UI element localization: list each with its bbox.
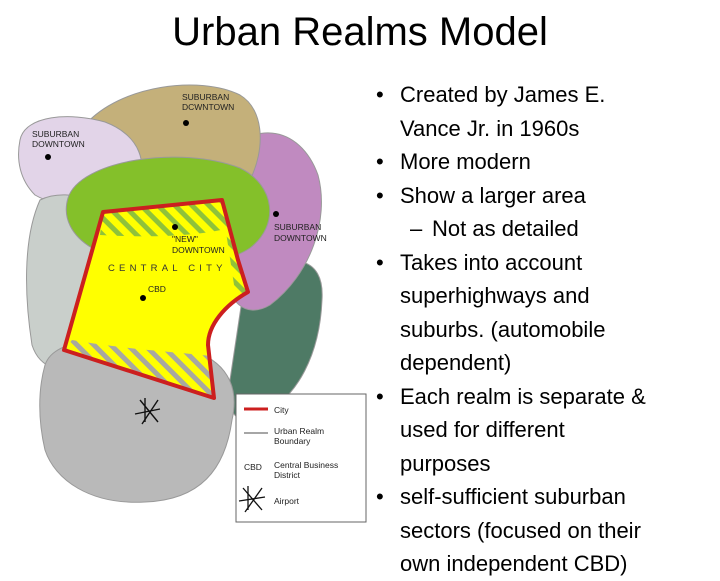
suburban-downtown-dot-right — [273, 211, 279, 217]
bullet-line: sectors (focused on their — [400, 517, 641, 543]
legend-airport-icon — [238, 486, 266, 513]
bullet-line: self-sufficient suburban — [400, 484, 626, 509]
suburban-downtown-dot-left — [45, 154, 51, 160]
label-new-downtown-1: "NEW" — [172, 234, 198, 244]
legend-airport-label: Airport — [274, 496, 300, 506]
bullet-item: • self-sufficient suburban sectors (focuse… — [372, 480, 717, 581]
city-boundary — [62, 198, 250, 400]
label-suburban-downtown-right-2: DOWNTOWN — [274, 233, 327, 243]
bullet-line: own independent CBD) — [400, 551, 628, 576]
bullet-marker: • — [376, 149, 384, 174]
bullet-item: • Takes into account superhighways and subu… — [372, 246, 717, 380]
label-suburban-downtown-left-2: DOWNTOWN — [32, 139, 85, 149]
legend-cbd-label-1: Central Business — [274, 460, 338, 470]
bullet-marker: • — [376, 484, 384, 509]
legend-cbd-label-2: District — [274, 470, 301, 480]
bullet-item: • Each realm is separate & used for differ… — [372, 380, 717, 481]
bullet-line: Not as detailed — [432, 216, 579, 241]
bullet-line: Vance Jr. in 1960s — [400, 115, 580, 141]
bullet-marker: • — [376, 249, 384, 275]
label-suburban-downtown-top-2: DCWNTOWN — [182, 102, 234, 112]
bullet-line: Created by James E. — [400, 82, 606, 107]
label-cbd: CBD — [148, 284, 166, 294]
bullet-line: Show a larger area — [400, 182, 586, 208]
bullet-item: • More modern — [372, 145, 717, 179]
dash-marker: – — [410, 216, 423, 241]
legend-realm-boundary-label-2: Boundary — [274, 436, 311, 446]
bullet-item: • Show a larger area — [372, 179, 717, 213]
bullet-line: More modern — [400, 149, 531, 174]
label-new-downtown-2: DOWNTOWN — [172, 245, 225, 255]
label-suburban-downtown-top-1: SUBURBAN — [182, 92, 229, 102]
legend-city-label: City — [274, 405, 289, 415]
label-suburban-downtown-right-1: SUBURBAN — [274, 222, 321, 232]
urban-realms-diagram: SUBURBAN DCWNTOWN SUBURBAN DOWNTOWN SUBU… — [18, 84, 367, 523]
bullet-marker: • — [376, 182, 384, 208]
legend-cbd-symbol: CBD — [244, 462, 262, 472]
bullet-line: used for different — [400, 417, 565, 442]
new-downtown-dot — [172, 224, 178, 230]
label-suburban-downtown-left-1: SUBURBAN — [32, 129, 79, 139]
legend: City Urban Realm Boundary CBD Central Bu… — [235, 393, 367, 523]
legend-realm-boundary-label-1: Urban Realm — [274, 426, 324, 436]
cbd-dot — [140, 295, 146, 301]
sub-bullet-item: –Not as detailed — [372, 212, 717, 246]
bullet-line: dependent) — [400, 350, 512, 375]
bullet-line: Takes into account — [400, 249, 583, 275]
bullet-line: purposes — [400, 450, 491, 476]
airport-symbol — [134, 398, 161, 425]
bullet-line: Each realm is separate & — [400, 383, 646, 409]
bullet-marker: • — [376, 82, 384, 107]
suburban-downtown-dot-top — [183, 120, 189, 126]
bullet-line: superhighways and — [400, 283, 590, 308]
bullet-item: • Created by James E. Vance Jr. in 1960s — [372, 78, 717, 145]
bullet-marker: • — [376, 383, 384, 409]
slide-title: Urban Realms Model — [172, 10, 548, 54]
bullet-line: suburbs. (automobile — [400, 316, 606, 342]
cbd-south-hatch — [64, 340, 214, 398]
label-central-city: CENTRAL CITY — [108, 263, 227, 274]
bullet-list: • Created by James E. Vance Jr. in 1960s • M… — [372, 78, 717, 581]
